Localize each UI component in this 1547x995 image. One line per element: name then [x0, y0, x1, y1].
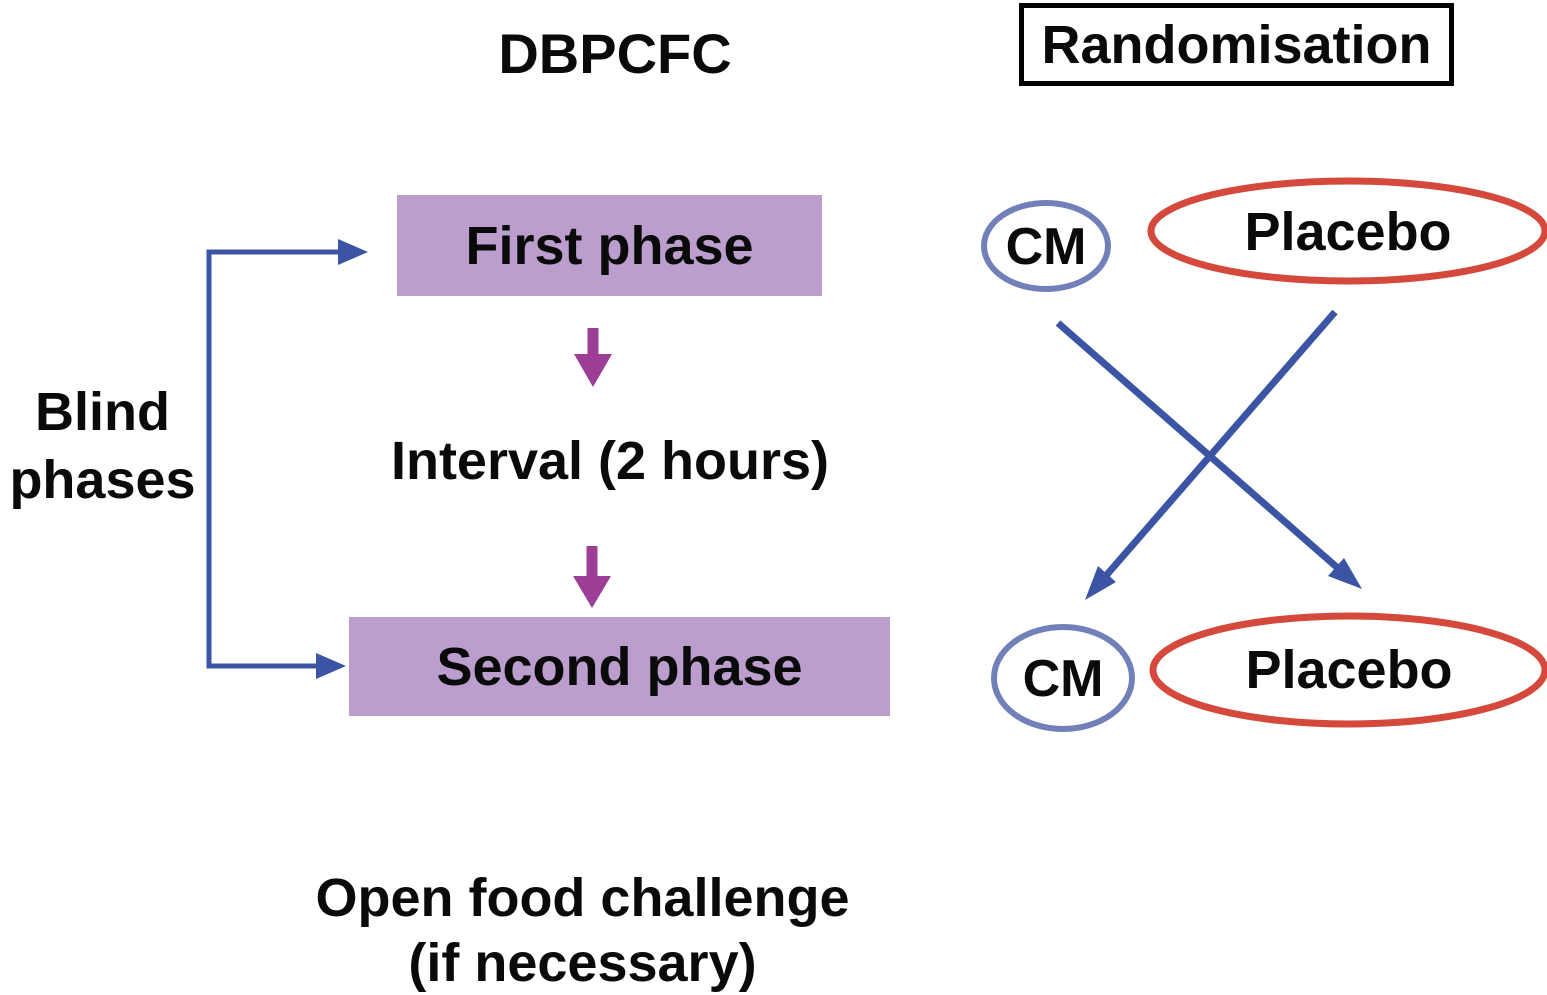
placebo-label-phase2: Placebo [1245, 640, 1453, 700]
open-food-challenge-line2: (if necessary) [408, 933, 757, 993]
open-food-challenge-line1: Open food challenge [315, 868, 850, 928]
second-phase-box: Second phase [349, 617, 890, 716]
bracket-arrowhead-first-phase-icon [338, 239, 368, 265]
placebo-label-phase1: Placebo [1244, 202, 1452, 262]
open-food-challenge-label: Open food challenge (if necessary) [255, 866, 910, 995]
down-arrow-interval-to-second-icon [573, 546, 611, 608]
blind-phases-line2: phases [9, 450, 196, 510]
bracket-arrowhead-second-phase-icon [316, 653, 346, 679]
crossover-arrowhead-left-icon [1085, 566, 1116, 600]
placebo-ellipse-phase2 [1149, 612, 1547, 728]
blind-phases-bracket-line [206, 249, 340, 669]
cm-label-phase1: CM [1005, 218, 1087, 276]
blind-phases-label: Blind phases [0, 378, 205, 514]
cm-ellipse-phase1 [981, 200, 1111, 292]
interval-label: Interval (2 hours) [390, 431, 830, 491]
placebo-ellipse-phase1 [1147, 177, 1547, 285]
crossover-arrow-placebo-to-cm [1085, 309, 1338, 600]
blind-phases-bracket-arrow [206, 239, 368, 679]
first-phase-box: First phase [397, 195, 822, 296]
cm-ellipse-phase2 [991, 624, 1135, 732]
cm-label-phase2: CM [1022, 650, 1104, 708]
down-arrow-first-to-interval-icon [574, 328, 612, 387]
randomisation-box: Randomisation [1019, 3, 1454, 86]
second-phase-label: Second phase [436, 636, 803, 697]
randomisation-label: Randomisation [1041, 14, 1432, 75]
first-phase-label: First phase [465, 215, 754, 276]
page-title: DBPCFC [498, 22, 732, 85]
blind-phases-line1: Blind [35, 382, 170, 442]
crossover-arrow-cm-to-placebo [1055, 320, 1362, 589]
crossover-arrowhead-right-icon [1328, 558, 1362, 589]
